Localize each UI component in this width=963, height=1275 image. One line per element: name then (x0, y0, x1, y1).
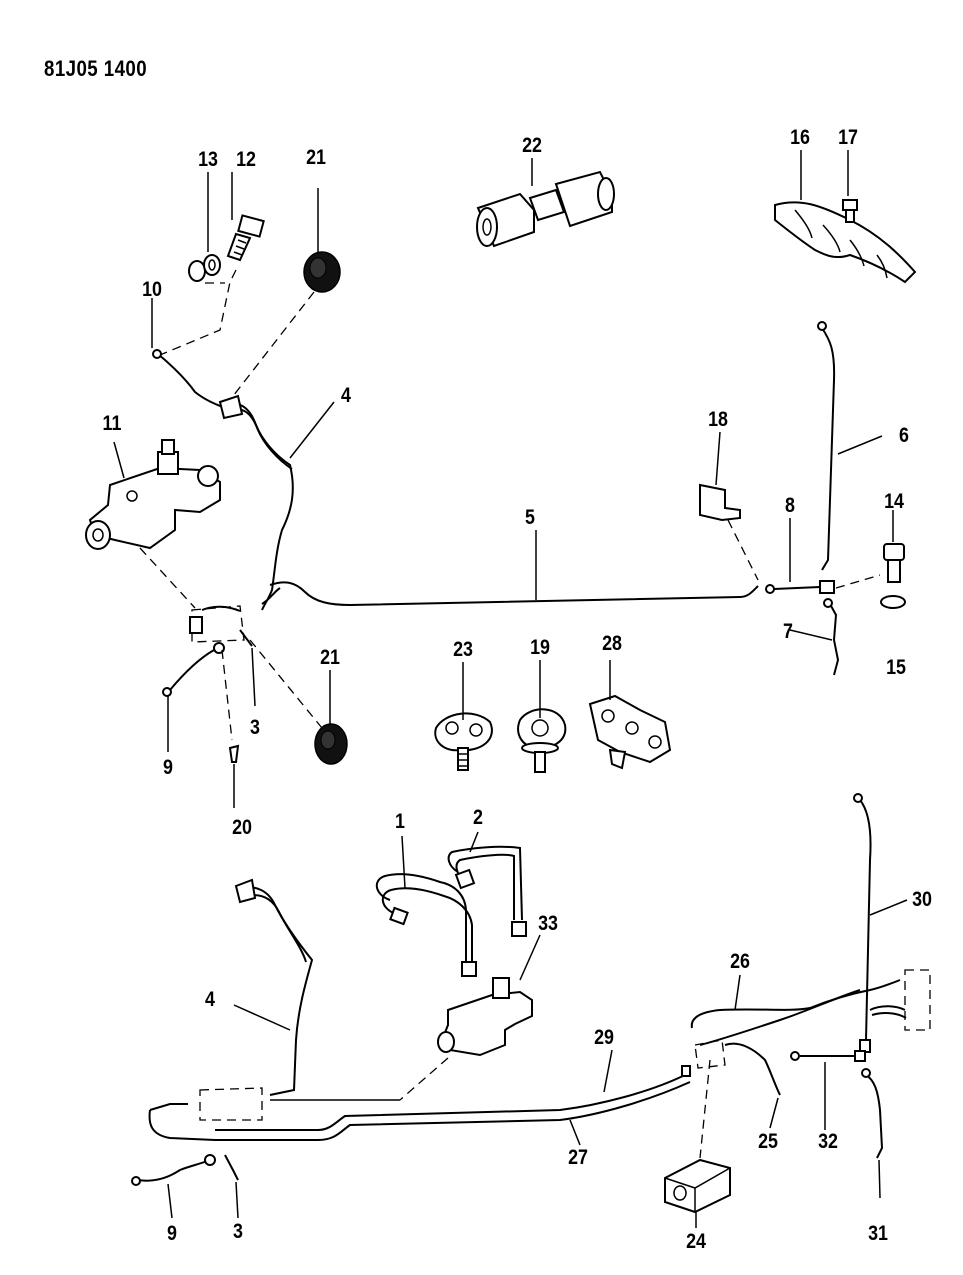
union-fitting-part (476, 170, 615, 248)
junction-block-part (664, 1158, 731, 1214)
callout-21-upper: 21 (306, 146, 326, 169)
callout-18: 18 (708, 408, 728, 431)
callout-30: 30 (912, 888, 932, 911)
callout-29: 29 (594, 1026, 614, 1049)
callout-24: 24 (686, 1230, 706, 1253)
bracket-part (774, 201, 917, 284)
callout-11: 11 (102, 412, 122, 435)
callout-14: 14 (884, 490, 904, 513)
callout-17: 17 (838, 126, 858, 149)
callout-3-lower: 3 (233, 1220, 243, 1243)
callout-4-upper: 4 (341, 384, 351, 407)
callout-12: 12 (236, 148, 256, 171)
callout-2: 2 (473, 806, 483, 829)
callout-9-upper: 9 (163, 756, 173, 779)
callout-16: 16 (790, 126, 810, 149)
callout-19: 19 (530, 636, 550, 659)
valve-bracket-part (189, 605, 245, 643)
proportioning-valve-part (85, 439, 221, 550)
callout-13: 13 (198, 148, 218, 171)
callout-25: 25 (758, 1130, 778, 1153)
callout-8: 8 (785, 494, 795, 517)
clip-part-28 (588, 694, 672, 770)
bolt-part-14 (883, 543, 905, 583)
callout-1: 1 (395, 810, 405, 833)
washer-part-15 (880, 595, 906, 609)
callout-31: 31 (868, 1222, 888, 1245)
washer-part-13 (188, 254, 221, 282)
callout-7: 7 (783, 620, 793, 643)
callout-6: 6 (899, 424, 909, 447)
grommet-part-upper (303, 251, 341, 293)
callout-5: 5 (525, 506, 535, 529)
callout-20: 20 (232, 816, 252, 839)
grommet-part-lower (314, 723, 348, 765)
callout-4-lower: 4 (205, 988, 215, 1011)
clip-part-19 (517, 708, 567, 773)
callout-33: 33 (538, 912, 558, 935)
callout-21-lower: 21 (320, 646, 340, 669)
proportioning-valve-lower-part (437, 977, 533, 1057)
bolt-part-17 (842, 199, 858, 223)
clip-part-23 (434, 712, 493, 771)
callout-3-upper: 3 (250, 716, 260, 739)
callout-28: 28 (602, 632, 622, 655)
callout-15: 15 (886, 656, 906, 679)
callout-9-lower: 9 (167, 1222, 177, 1245)
callout-26: 26 (730, 950, 750, 973)
diagram-reference-code: 81J05 1400 (44, 56, 148, 81)
callout-10: 10 (142, 278, 162, 301)
callout-27: 27 (568, 1146, 588, 1169)
callout-32: 32 (818, 1130, 838, 1153)
callout-23: 23 (453, 638, 473, 661)
bolt-part-12 (226, 214, 265, 262)
callout-22: 22 (522, 134, 542, 157)
